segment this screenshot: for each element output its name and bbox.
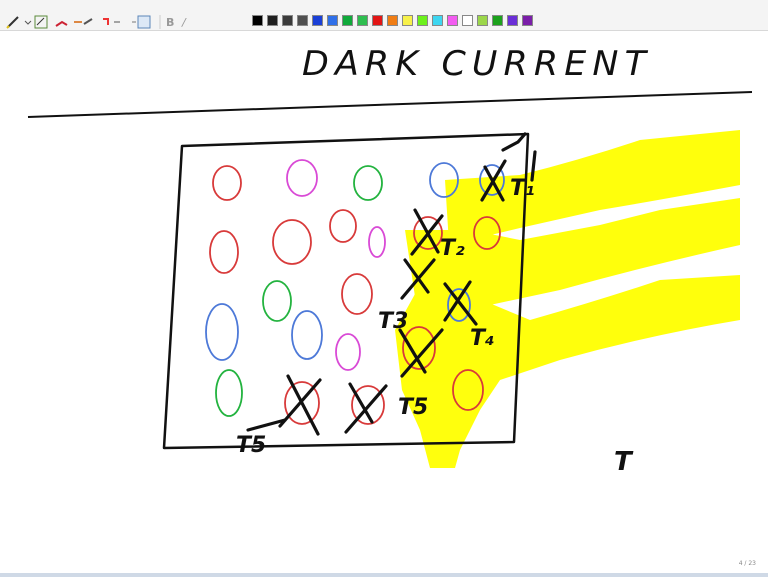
- pixel-circle-red: [452, 369, 484, 411]
- x-mark: [443, 280, 478, 326]
- highlighter-icon[interactable]: [54, 14, 70, 30]
- pixel-circle-red: [473, 216, 501, 250]
- highlight-upper-band: [445, 130, 740, 260]
- pixel-circle-blue: [447, 288, 471, 322]
- label-t5-left: T5: [236, 433, 266, 458]
- color-swatch[interactable]: [312, 15, 323, 26]
- x-mark: [480, 159, 507, 202]
- label-t3: T3: [378, 309, 408, 334]
- sensor-array-frame: [162, 132, 530, 450]
- color-swatch[interactable]: [462, 15, 473, 26]
- color-swatch[interactable]: [267, 15, 278, 26]
- pixel-circle-magenta: [368, 226, 386, 258]
- divider-icon: [158, 14, 162, 30]
- x-mark: [398, 328, 444, 378]
- t5-left-stroke: [246, 418, 287, 432]
- pixel-circle-red: [209, 230, 239, 274]
- color-swatch[interactable]: [507, 15, 518, 26]
- x-mark: [400, 258, 436, 300]
- title-underline: [27, 91, 753, 118]
- bottom-scrollbar[interactable]: [0, 573, 768, 577]
- insert-space-icon[interactable]: [130, 14, 154, 30]
- handwritten-title: DARK CURRENT: [302, 44, 652, 84]
- pixel-circle-green: [215, 369, 243, 417]
- highlight-middle-band: [405, 198, 740, 330]
- color-swatch[interactable]: [252, 15, 263, 26]
- color-swatch[interactable]: [432, 15, 443, 26]
- pixel-circle-red: [351, 385, 385, 425]
- highlight-strokes: [395, 130, 740, 468]
- highlight-lower-band: [395, 275, 740, 468]
- pixel-circle-magenta: [286, 159, 318, 197]
- x-mark: [344, 382, 388, 434]
- color-swatch[interactable]: [327, 15, 338, 26]
- lasso-icon[interactable]: [100, 14, 124, 30]
- color-swatch[interactable]: [492, 15, 503, 26]
- label-t4: T₄: [470, 326, 495, 351]
- color-swatch[interactable]: [447, 15, 458, 26]
- color-swatch[interactable]: [522, 15, 533, 26]
- check-tick: [501, 132, 527, 152]
- color-swatch[interactable]: [402, 15, 413, 26]
- x-mark: [278, 374, 322, 436]
- handwritten-labels: T₁ T₂ T3 T₄ T5 T5 T: [236, 176, 634, 477]
- color-swatch[interactable]: [282, 15, 293, 26]
- pixel-circle-green: [262, 280, 292, 322]
- page-indicator: 4 / 23: [738, 560, 756, 567]
- x-mark: [410, 208, 444, 256]
- color-swatch[interactable]: [477, 15, 488, 26]
- pixel-circle-blue: [205, 303, 239, 361]
- label-t2: T₂: [440, 236, 465, 261]
- pixel-circles: [205, 159, 505, 425]
- label-t1: T₁: [510, 176, 535, 201]
- label-t-right: T: [614, 447, 634, 477]
- bold-button[interactable]: B: [166, 15, 175, 29]
- frame-extra-stroke: [530, 150, 537, 182]
- pixel-circle-red: [212, 165, 242, 201]
- whiteboard-canvas[interactable]: DARK CURRENT: [0, 30, 768, 577]
- defect-x-marks: [246, 132, 537, 436]
- color-swatch[interactable]: [297, 15, 308, 26]
- pixel-circle-red: [402, 326, 436, 370]
- color-swatch[interactable]: [357, 15, 368, 26]
- pixel-circle-magenta: [335, 333, 361, 371]
- color-swatch[interactable]: [417, 15, 428, 26]
- toolbar: B /: [0, 0, 768, 31]
- pixel-circle-blue: [479, 164, 505, 196]
- pixel-circle-blue: [291, 310, 323, 360]
- pixel-circle-red: [272, 219, 312, 265]
- color-swatch[interactable]: [342, 15, 353, 26]
- pixel-circle-red: [329, 209, 357, 243]
- pixel-circle-green: [353, 165, 383, 201]
- pen-settings-icon[interactable]: [34, 14, 50, 30]
- pixel-circle-red: [341, 273, 373, 315]
- italic-button[interactable]: /: [182, 15, 186, 29]
- eraser-icon[interactable]: [72, 14, 96, 30]
- pixel-circle-red: [284, 381, 320, 425]
- color-swatch[interactable]: [387, 15, 398, 26]
- pixel-circle-blue: [429, 162, 459, 198]
- pixel-circle-red: [413, 216, 443, 250]
- pen-dropdown-icon[interactable]: [24, 14, 32, 30]
- label-t5-center: T5: [398, 395, 428, 420]
- pen-tool-icon[interactable]: [6, 14, 24, 30]
- color-swatch[interactable]: [372, 15, 383, 26]
